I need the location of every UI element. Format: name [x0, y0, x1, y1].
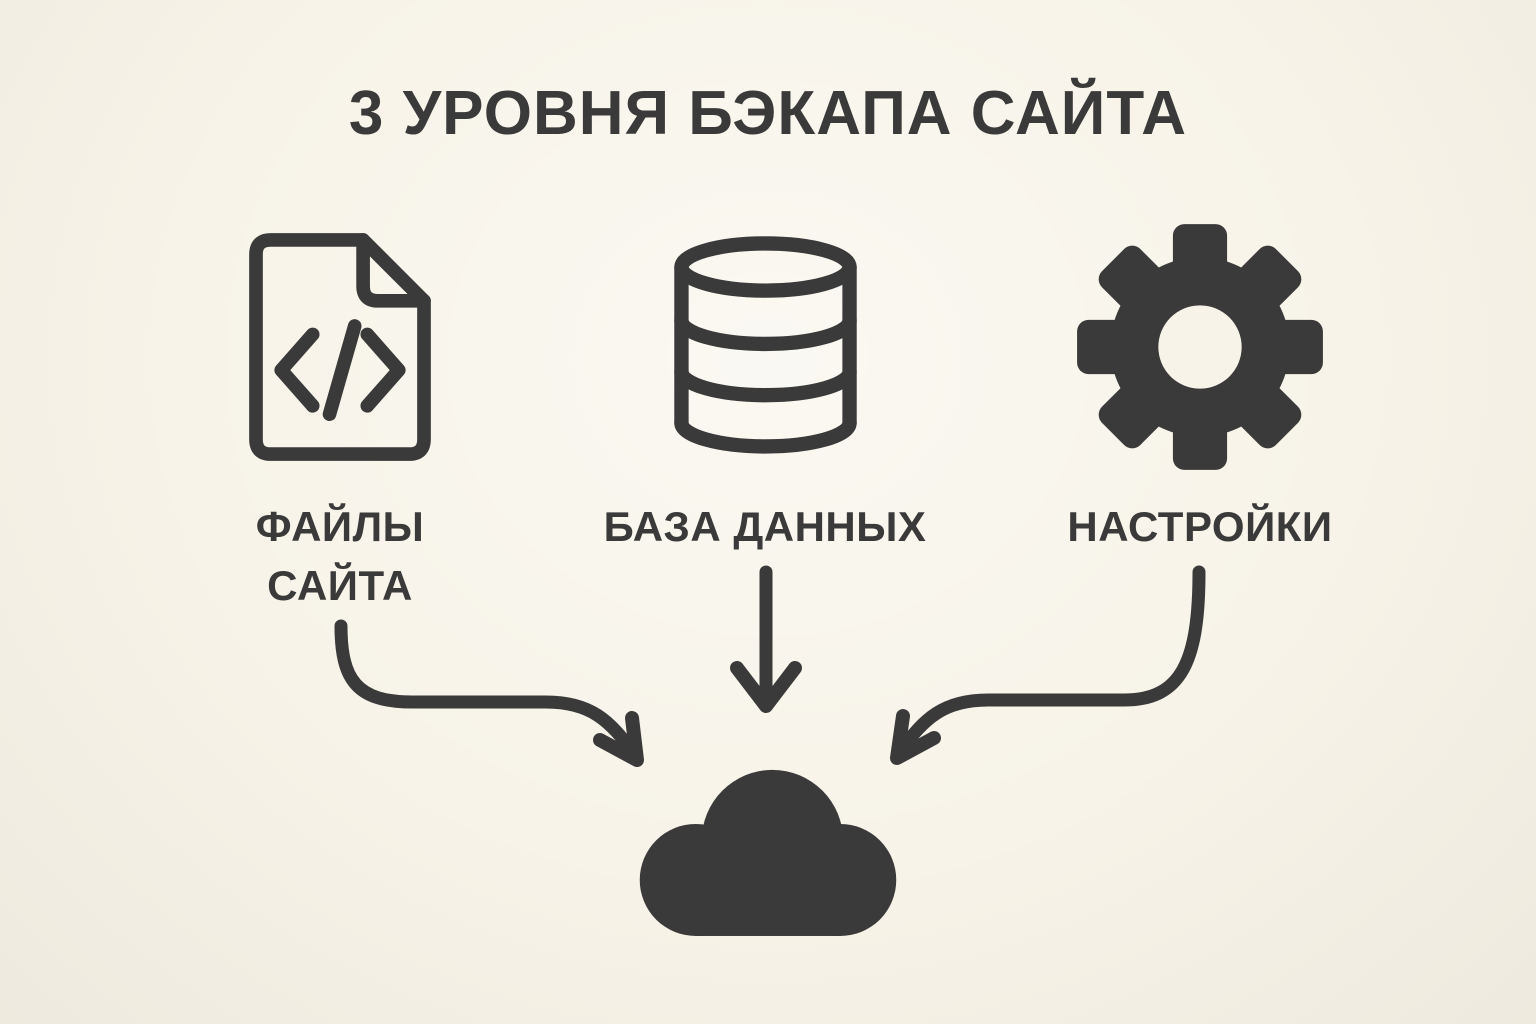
code-file-icon — [235, 218, 445, 476]
page-title: 3 УРОВНЯ БЭКАПА САЙТА — [348, 79, 1188, 148]
source-settings: НАСТРОЙКИ — [1020, 218, 1380, 557]
source-label-settings: НАСТРОЙКИ — [1067, 503, 1333, 550]
source-label-site-files: ФАЙЛЫ САЙТА — [255, 503, 425, 609]
database-icon — [663, 218, 868, 476]
arrow-database-to-cloud — [730, 565, 802, 713]
source-label-database: БАЗА ДАННЫХ — [603, 503, 927, 550]
arrow-settings-to-cloud — [890, 565, 1206, 765]
gear-icon — [1075, 218, 1325, 476]
arrow-files-to-cloud — [334, 619, 644, 767]
cloud-icon — [639, 769, 897, 936]
source-site-files: ФАЙЛЫ САЙТА — [160, 218, 520, 616]
source-database: БАЗА ДАННЫХ — [585, 218, 945, 557]
